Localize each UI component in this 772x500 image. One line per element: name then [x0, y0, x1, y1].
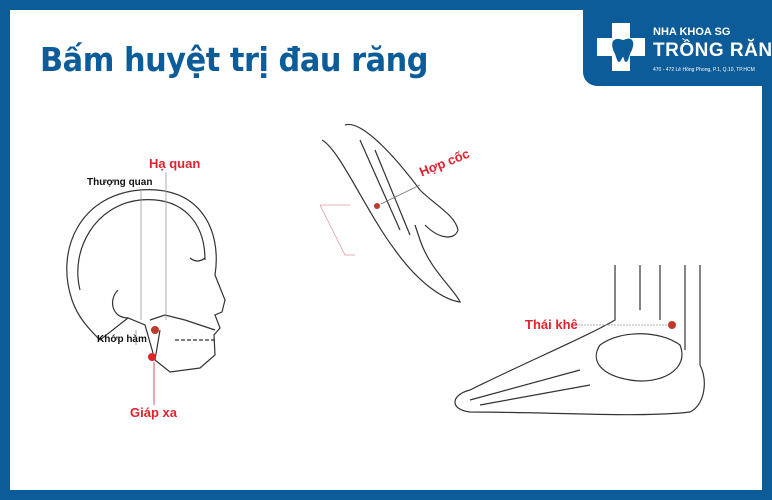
label-thai-khe: Thái khê [525, 317, 578, 332]
giap-xa-point [148, 353, 156, 361]
skull-illustration [66, 189, 226, 373]
clinic-name-line1: NHA KHOA SG [653, 26, 731, 38]
clinic-logo: NHA KHOA SG TRỒNG RĂNG 470 - 472 Lê Hồng… [583, 10, 772, 86]
hop-coc-point [374, 203, 380, 209]
foot-illustration [454, 265, 705, 416]
ha-quan-point [151, 326, 159, 334]
tooth-cross-icon [597, 23, 645, 71]
label-khop-ham: Khớp hàm [97, 334, 147, 345]
hand-illustration [319, 123, 461, 303]
label-thuong-quan: Thượng quan [87, 177, 153, 188]
page-title: Bấm huyệt trị đau răng [40, 40, 429, 79]
thai-khe-point [668, 321, 676, 329]
label-ha-quan: Hạ quan [149, 156, 201, 171]
clinic-address: 470 - 472 Lê Hồng Phong, P.1, Q.10, TP.H… [653, 67, 755, 73]
infographic-panel [10, 10, 762, 490]
clinic-name-line2: TRỒNG RĂNG [653, 40, 772, 61]
label-giap-xa: Giáp xa [130, 405, 177, 420]
